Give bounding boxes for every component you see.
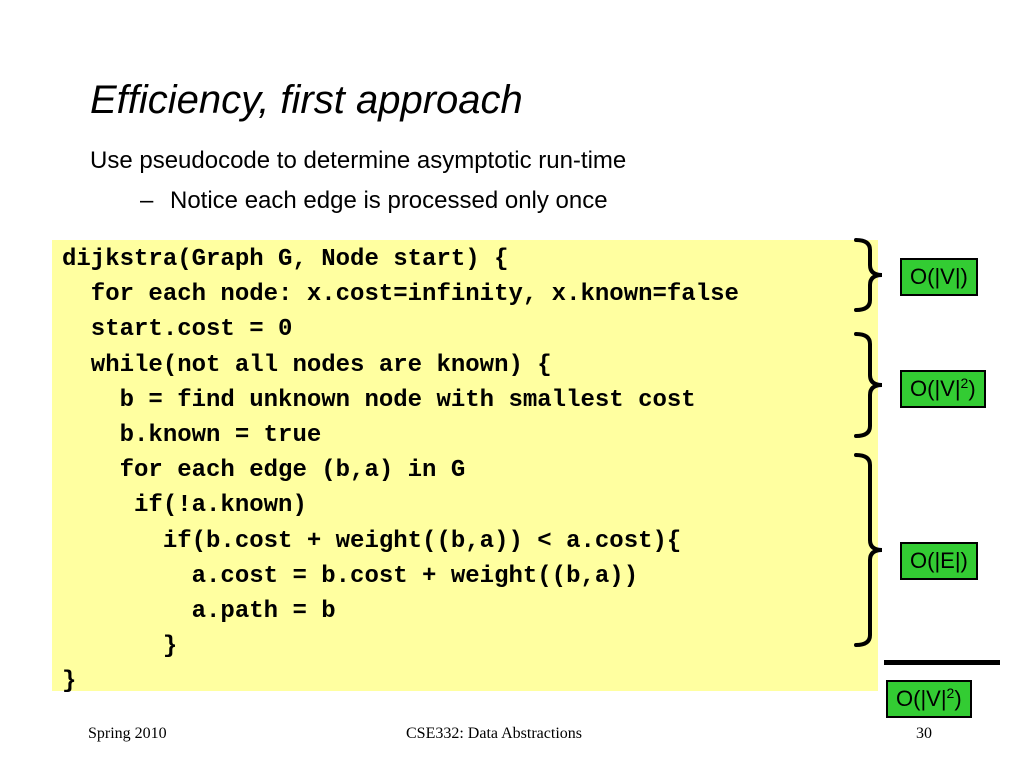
sum-divider: [884, 660, 1000, 665]
complexity-loop-base: O(|V|: [910, 376, 961, 401]
code-line: for each edge (b,a) in G: [62, 457, 466, 485]
complexity-total-close: ): [954, 686, 962, 711]
code-line: }: [62, 668, 77, 696]
brace-init-icon: [854, 238, 883, 312]
pseudocode-block: dijkstra(Graph G, Node start) { for each…: [52, 240, 878, 695]
bullet-sub-marker: –: [140, 187, 154, 214]
bullet-main-text: Use pseudocode to determine asymptotic r…: [90, 147, 627, 174]
complexity-init-badge: O(|V|): [900, 258, 978, 296]
complexity-total-badge: O(|V|2): [886, 680, 972, 718]
bullet-sub: –Notice each edge is processed only once: [140, 186, 608, 216]
bullet-sub-text: Notice each edge is processed only once: [170, 187, 608, 214]
complexity-init-text: O(|V|): [910, 264, 968, 289]
bullet-main: Use pseudocode to determine asymptotic r…: [90, 146, 626, 176]
footer-left: Spring 2010: [88, 725, 167, 742]
brace-edges-icon: [854, 453, 883, 647]
complexity-total-base: O(|V|: [896, 686, 947, 711]
complexity-edges-badge: O(|E|): [900, 542, 978, 580]
page-number: 30: [916, 725, 932, 742]
complexity-loop-badge: O(|V|2): [900, 370, 986, 408]
code-line: dijkstra(Graph G, Node start) {: [62, 246, 509, 273]
footer-center: CSE332: Data Abstractions: [406, 725, 582, 742]
code-line: }: [62, 633, 178, 661]
code-line: a.path = b: [62, 597, 336, 625]
complexity-total-exponent: 2: [946, 685, 955, 701]
complexity-loop-exponent: 2: [960, 375, 969, 391]
complexity-loop-close: ): [968, 376, 976, 401]
code-line: b = find unknown node with smallest cost: [62, 386, 696, 414]
code-line: b.known = true: [62, 421, 322, 449]
brace-loop-icon: [854, 332, 883, 438]
code-line: if(!a.known): [62, 492, 307, 520]
slide-title: Efficiency, first approach: [90, 78, 523, 122]
code-line: while(not all nodes are known) {: [62, 351, 552, 379]
complexity-edges-text: O(|E|): [910, 548, 968, 573]
code-line: for each node: x.cost=infinity, x.known=…: [62, 281, 739, 309]
code-line: a.cost = b.cost + weight((b,a)): [62, 562, 639, 590]
code-line: if(b.cost + weight((b,a)) < a.cost){: [62, 527, 682, 555]
code-line: start.cost = 0: [62, 316, 293, 344]
